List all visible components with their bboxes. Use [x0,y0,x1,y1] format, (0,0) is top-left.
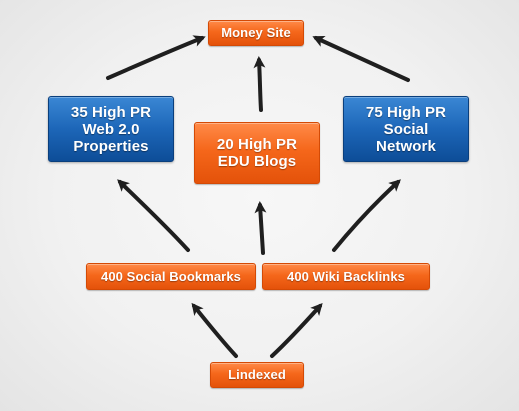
arrow-social-bookmarks-to-edu [254,201,267,255]
node-web20-line-1: 35 High PR [70,103,152,121]
arrow-wiki-backlinks-to-social-network [332,179,401,252]
node-wiki-backlinks-label: 400 Wiki Backlinks [286,268,406,284]
arrow-social-bookmarks-to-web20 [117,179,190,252]
node-money-site-label: Money Site [221,25,291,40]
arrow-web20-to-money-site [106,35,206,80]
node-lindexed: Lindexed [210,362,304,388]
node-edu-line-1: 20 High PR [216,136,298,153]
node-social-bookmarks-label: 400 Social Bookmarks [100,268,242,284]
node-lindexed-label: Lindexed [228,367,286,382]
node-social-network: 75 High PR Social Network [343,96,469,162]
node-edu-blogs: 20 High PR EDU Blogs [194,122,320,184]
node-web20-line-2: Web 2.0 [82,120,140,138]
arrow-edu-to-money-site [253,56,266,112]
node-web20-properties: 35 High PR Web 2.0 Properties [48,96,174,162]
node-social-bookmarks: 400 Social Bookmarks [86,263,256,290]
node-social-network-line-2: Social [383,120,429,138]
node-edu-line-2: EDU Blogs [217,153,297,170]
arrow-lindexed-to-social-bookmarks [191,302,238,358]
arrow-lindexed-to-wiki-backlinks [270,303,323,358]
node-social-network-line-3: Network [376,137,436,155]
node-web20-line-3: Properties [73,137,149,155]
node-social-network-line-1: 75 High PR [365,103,447,121]
node-money-site: Money Site [208,20,304,46]
node-wiki-backlinks: 400 Wiki Backlinks [262,263,430,290]
arrow-social-network-to-money-site [312,35,410,82]
